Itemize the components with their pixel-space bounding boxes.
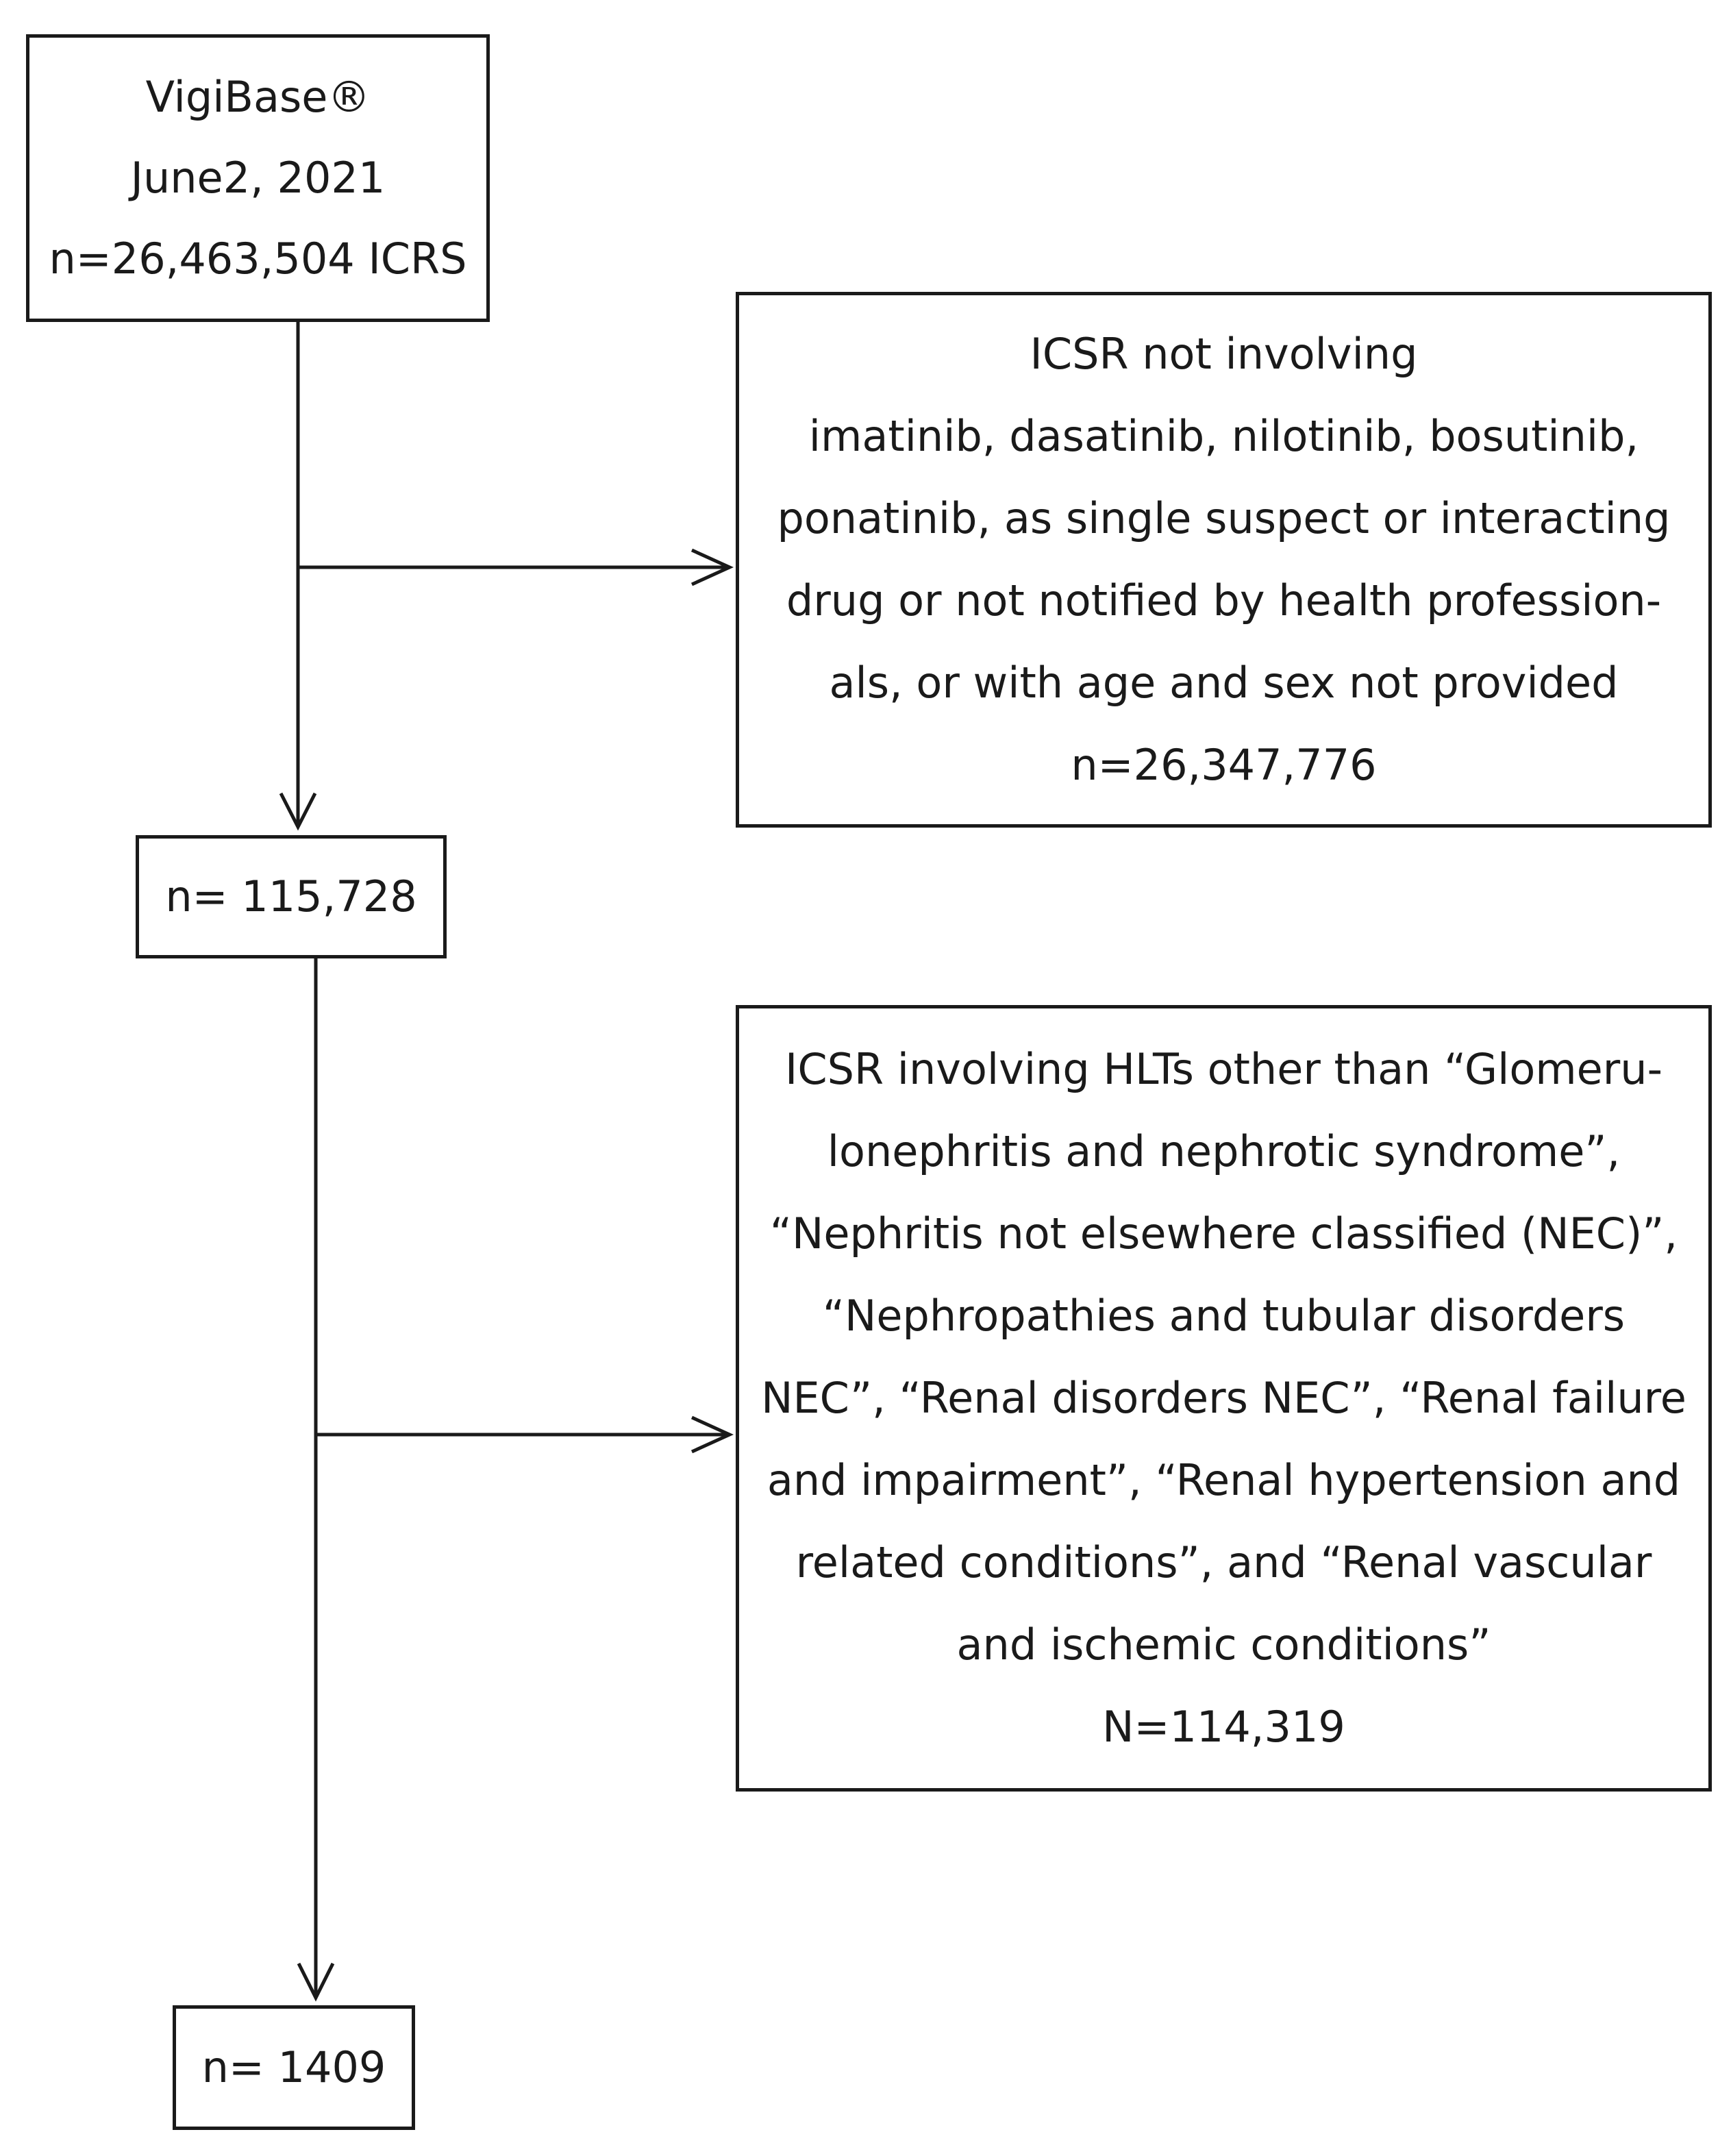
step-2-box: n= 115,728 [136, 835, 447, 958]
exclusion-2-line: ICSR involving HLTs other than “Glomeru- [785, 1044, 1662, 1094]
exclusion-2-count: N=114,319 [1102, 1702, 1345, 1752]
arrowhead-exclusion2 [690, 1415, 734, 1454]
exclusion-1-line: als, or with age and sex not provided [829, 658, 1619, 708]
exclusion-2-line: lonephritis and nephrotic syndrome”, [827, 1126, 1621, 1176]
step-2-count: n= 115,728 [165, 871, 417, 921]
exclusion-2-line: related conditions”, and “Renal vascular [795, 1537, 1652, 1587]
exclusion-2-line: and impairment”, “Renal hypertension and [767, 1455, 1681, 1505]
source-line: June2, 2021 [130, 153, 386, 203]
exclusion-box-2: ICSR involving HLTs other than “Glomeru-… [736, 1005, 1712, 1792]
arrowhead-step2 [279, 792, 317, 831]
exclusion-1-count: n=26,347,776 [1071, 740, 1377, 790]
exclusion-1-line: ICSR not involving [1030, 329, 1418, 379]
exclusion-2-line: “Nephritis not elsewhere classified (NEC… [769, 1209, 1678, 1259]
source-box: VigiBase® June2, 2021 n=26,463,504 ICRS [26, 34, 490, 322]
exclusion-1-line: imatinib, dasatinib, nilotinib, bosutini… [808, 411, 1639, 461]
exclusion-1-line: ponatinib, as single suspect or interact… [777, 493, 1671, 543]
arrowhead-exclusion1 [690, 548, 734, 586]
exclusion-1-line: drug or not notified by health professio… [786, 575, 1662, 625]
exclusion-2-line: “Nephropathies and tubular disorders [822, 1291, 1626, 1341]
source-line: n=26,463,504 ICRS [49, 234, 467, 284]
source-line: VigiBase® [145, 72, 371, 122]
exclusion-2-line: NEC”, “Renal disorders NEC”, “Renal fail… [761, 1373, 1686, 1423]
final-count: n= 1409 [201, 2042, 386, 2092]
exclusion-box-1: ICSR not involving imatinib, dasatinib, … [736, 292, 1712, 828]
final-box: n= 1409 [173, 2005, 415, 2130]
exclusion-2-line: and ischemic conditions” [956, 1620, 1491, 1670]
arrowhead-final [297, 1962, 335, 2002]
